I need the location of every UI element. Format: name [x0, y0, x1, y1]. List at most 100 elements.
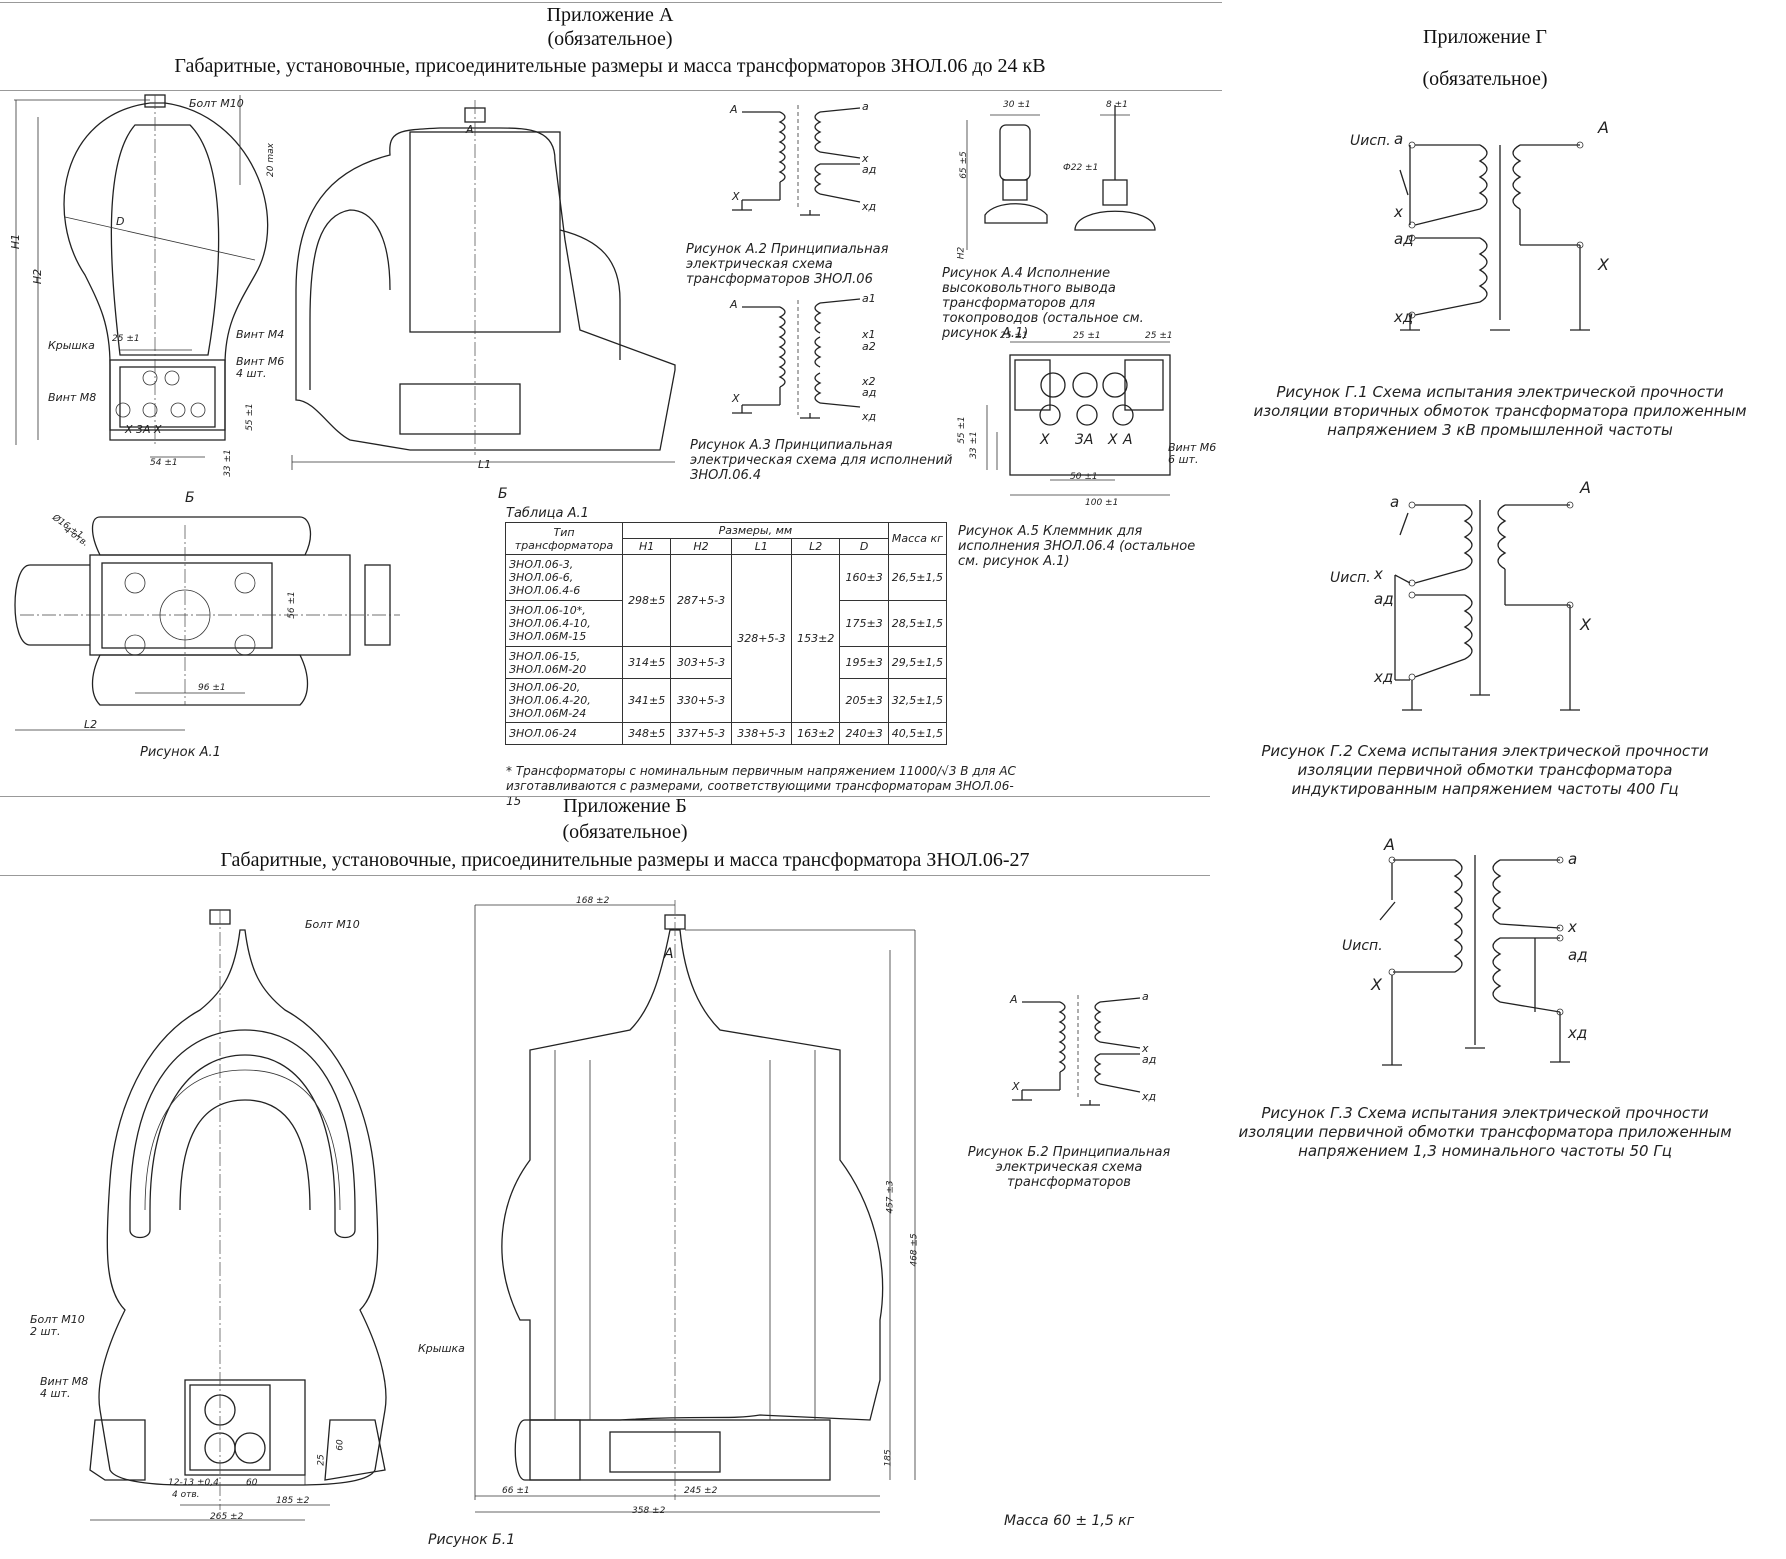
th-h2: H2	[670, 538, 732, 555]
appendix-b-title: Приложение Б	[563, 795, 687, 817]
th-l1: L1	[730, 538, 793, 555]
fig-a2-schematic	[732, 105, 861, 216]
cover-label: Крышка	[48, 339, 95, 352]
a5-lbl-a: А	[1123, 432, 1133, 448]
table-cell-type: ЗНОЛ.06-3, ЗНОЛ.06-6, ЗНОЛ.06.4-6	[505, 554, 623, 601]
b2-terminal-a: a	[1142, 990, 1149, 1003]
a5-dim-33: 33 ±1	[968, 431, 979, 459]
fig-a1-plan-view	[14, 516, 400, 731]
screw-m4-label: Винт М4	[236, 328, 285, 341]
fig-a1-front-view	[14, 94, 269, 458]
b1-bolt-label: Болт М10	[305, 918, 360, 931]
b1-dim-60v: 60	[335, 1439, 346, 1451]
terminal-markings: X 3А X	[125, 423, 162, 436]
b1-a-mark: А	[664, 946, 674, 962]
table-cell-l2: 163±2	[791, 722, 841, 745]
a5-dim-100: 100 ±1	[1085, 498, 1119, 508]
b1-dim-66: 66 ±1	[502, 1486, 530, 1496]
b2-terminal-ad: aд	[1142, 1053, 1157, 1066]
g2-u-label: Uисп.	[1330, 570, 1371, 586]
dim-h1: H1	[9, 233, 23, 250]
a3-terminal-x1: x1	[862, 328, 876, 341]
b1-dim-holes: 12-13 ±0,4	[168, 1478, 219, 1488]
appendix-a-subtitle: Габаритные, установочные, присоединитель…	[174, 55, 1046, 77]
table-cell-d: 175±3	[839, 600, 889, 647]
fig-a4-hv-terminal	[966, 105, 1156, 250]
a4-dim-22: Ф22 ±1	[1063, 163, 1099, 173]
table-cell-type: ЗНОЛ.06-24	[505, 722, 623, 745]
b1-screw-label: Винт М8	[40, 1375, 89, 1388]
table-cell-mass: 28,5±1,5	[887, 600, 948, 647]
b1-dim-185: 185 ±2	[276, 1496, 310, 1506]
b1-dim-holes-qty: 4 отв.	[172, 1490, 200, 1500]
a2-terminal-X: X	[732, 190, 740, 203]
dim-h2: H2	[31, 268, 45, 285]
a3-terminal-X: X	[732, 392, 740, 405]
g2-terminal-a: a	[1390, 493, 1400, 511]
a4-dim-30: 30 ±1	[1003, 100, 1031, 110]
b1-bolt2-label: Болт М10	[30, 1313, 85, 1326]
a3-terminal-a1: a1	[862, 292, 876, 305]
a5-dim-25b: 25 ±1	[1073, 331, 1101, 341]
table-cell-h1: 341±5	[621, 678, 672, 723]
a5-lbl-x2: X	[1108, 432, 1118, 448]
screw-m6-label: Винт М6	[236, 355, 285, 368]
th-mass: Масса кг	[887, 522, 948, 555]
table-cell-type: ЗНОЛ.06-15, ЗНОЛ.06М-20	[505, 646, 623, 679]
fig-a4-caption: Рисунок А.4 Исполнение высоковольтного в…	[942, 266, 1144, 341]
a4-dim-8: 8 ±1	[1106, 100, 1128, 110]
g1-u-label: Uисп.	[1350, 133, 1391, 149]
dim-d: D	[116, 215, 125, 228]
b1-dim-185v: 185	[883, 1449, 894, 1467]
b2-terminal-xd: xд	[1142, 1090, 1157, 1103]
g3-terminal-x: x	[1568, 918, 1577, 936]
g2-terminal-xd: xд	[1374, 668, 1394, 686]
fig-a5-caption: Рисунок А.5 Клеммник для исполнения ЗНОЛ…	[958, 524, 1196, 569]
fig-a1-caption: Рисунок А.1	[140, 745, 221, 760]
table-footnote: * Трансформаторы с номинальным первичным…	[506, 764, 1016, 808]
a3-terminal-A: A	[730, 298, 738, 311]
th-dims: Размеры, мм	[622, 522, 889, 539]
fig-b1-caption: Рисунок Б.1	[428, 1532, 516, 1548]
a5-dim-55: 55 ±1	[956, 416, 967, 444]
table-cell-h2: 303+5-3	[670, 646, 732, 679]
g3-terminal-A: A	[1384, 835, 1395, 854]
fig-g3-caption: Рисунок Г.3 Схема испытания электрическо…	[1238, 1104, 1732, 1160]
top-rule	[0, 2, 1222, 3]
th-h1: H1	[621, 538, 672, 555]
table-cell-h1: 314±5	[621, 646, 672, 679]
header-rule-a	[0, 90, 1222, 91]
fig-b2-schematic	[1012, 995, 1141, 1106]
g1-terminal-a: a	[1394, 130, 1404, 148]
g3-terminal-X: X	[1371, 975, 1382, 994]
screw-m8-label: Винт М8	[48, 391, 97, 404]
g2-terminal-ad: aд	[1374, 590, 1394, 608]
th-d: D	[839, 538, 889, 555]
table-a1-title: Таблица А.1	[506, 506, 589, 521]
table-cell-d: 240±3	[839, 722, 889, 745]
table-cell-h2: 330+5-3	[670, 678, 732, 723]
table-cell-h2: 337+5-3	[670, 722, 732, 745]
g3-terminal-xd: xд	[1568, 1024, 1588, 1042]
table-cell-mass: 26,5±1,5	[887, 554, 948, 601]
fig-g3-schematic	[1379, 855, 1570, 1066]
a3-terminal-a2: a2	[862, 340, 876, 353]
dim-55: 55 ±1	[244, 403, 255, 431]
b1-screw-qty: 4 шт.	[40, 1387, 71, 1400]
appendix-g-status: (обязательное)	[1422, 68, 1548, 90]
fig-a5-terminal-block	[986, 341, 1171, 496]
b2-terminal-A: A	[1010, 993, 1018, 1006]
g3-terminal-ad: aд	[1568, 946, 1588, 964]
a2-terminal-ad: aд	[862, 163, 877, 176]
table-cell-l2-merged: 153±2	[791, 554, 841, 723]
g2-terminal-x: x	[1374, 565, 1383, 583]
appendix-g-title: Приложение Г	[1423, 26, 1547, 48]
table-cell-h2-merged: 287+5-3	[670, 554, 732, 647]
a3-terminal-x2: x2	[862, 375, 876, 388]
b1-dim-457: 457 ±3	[885, 1180, 896, 1214]
screw-m6-qty: 4 шт.	[236, 367, 267, 380]
table-cell-type: ЗНОЛ.06-20, ЗНОЛ.06.4-20, ЗНОЛ.06М-24	[505, 678, 623, 723]
bolt-m10-label: Болт М10	[189, 97, 244, 110]
view-b-label: Б	[185, 490, 195, 506]
b2-terminal-X: X	[1012, 1080, 1020, 1093]
